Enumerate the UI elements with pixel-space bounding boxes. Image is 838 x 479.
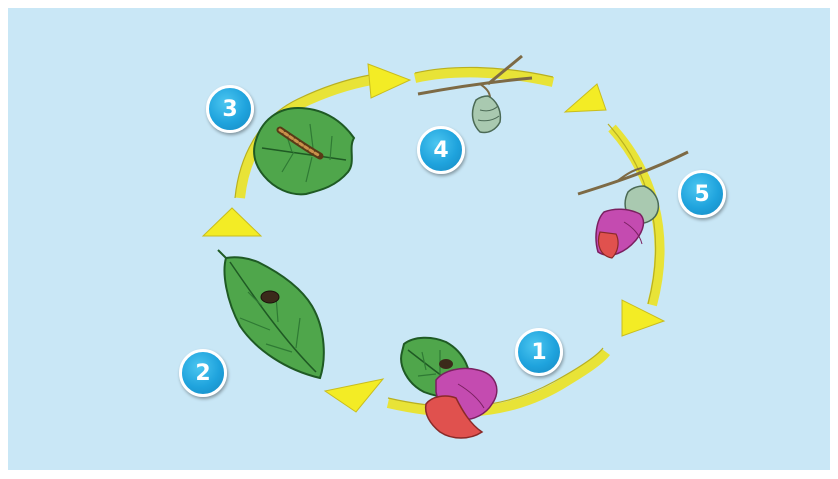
- stage-badge-5: 5: [678, 170, 726, 218]
- stage-badge-4: 4: [417, 126, 465, 174]
- stage-badge-3: 3: [206, 85, 254, 133]
- caterpillar-on-leaf-illustration: [254, 108, 354, 194]
- stage-badge-2: 2: [179, 349, 227, 397]
- stage-badge-1: 1: [515, 328, 563, 376]
